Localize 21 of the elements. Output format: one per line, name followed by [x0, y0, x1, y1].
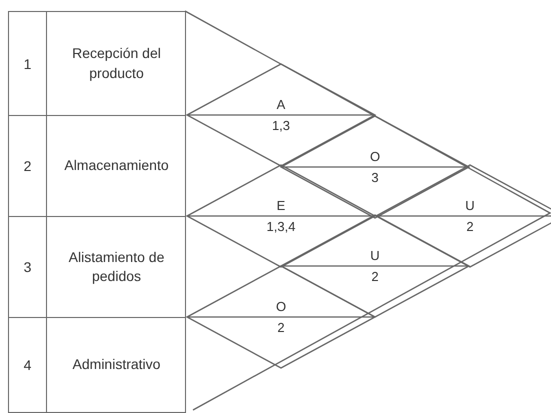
area-name: Recepción del producto: [71, 44, 162, 83]
reason-code: 2: [277, 320, 285, 335]
area-name: Almacenamiento: [64, 156, 169, 176]
relationship-code: E: [276, 198, 286, 213]
area-name: Alistamiento de pedidos: [68, 248, 166, 286]
table-row: [8, 115, 186, 218]
relationship-code: U: [370, 248, 380, 263]
relationship-code: O: [276, 299, 286, 314]
table-row: [8, 11, 186, 116]
table-row: [8, 317, 186, 413]
area-name: Administrativo: [72, 355, 160, 374]
relationship-code: A: [276, 97, 286, 112]
reason-code: 1,3: [272, 118, 290, 133]
reason-code: 2: [466, 219, 474, 234]
table-row: [8, 216, 186, 318]
reason-code: 3: [371, 170, 379, 185]
reason-code: 2: [371, 269, 379, 284]
relationship-code: O: [370, 149, 380, 164]
row-number-cell: 4: [9, 318, 47, 412]
relationship-code: U: [465, 198, 475, 213]
reason-code: 1,3,4: [266, 219, 296, 234]
